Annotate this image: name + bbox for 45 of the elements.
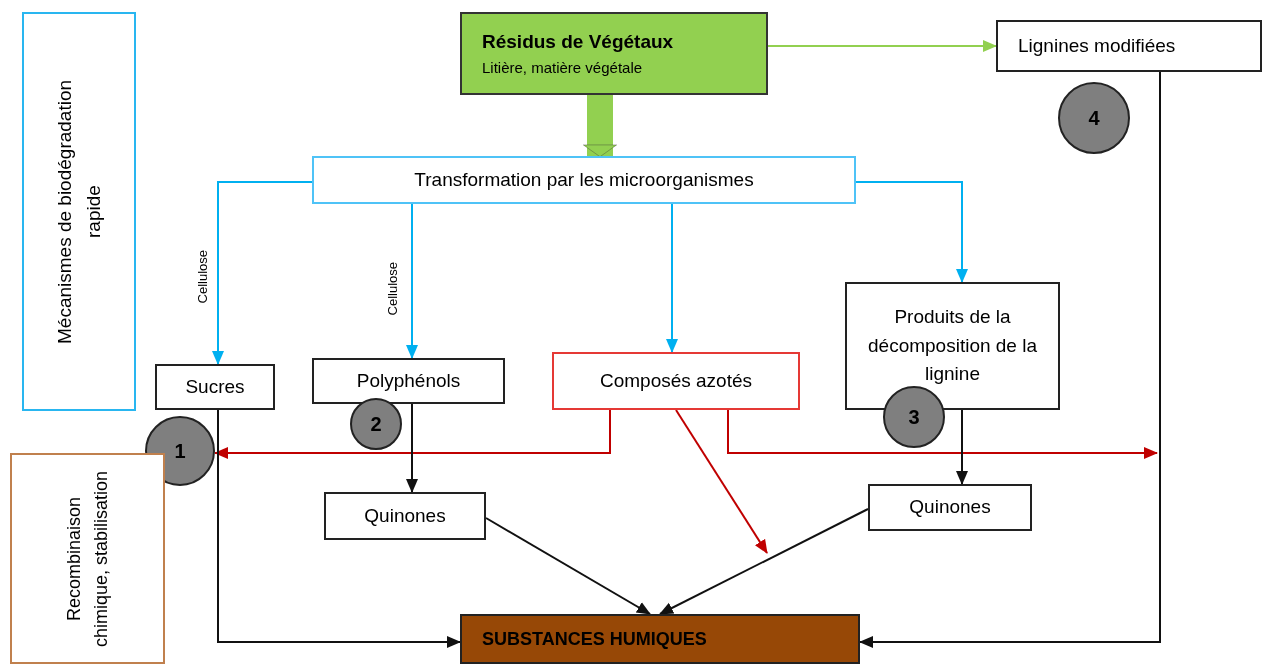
note-box	[10, 453, 165, 664]
edge-label: Cellulose	[386, 262, 399, 316]
process-box	[324, 492, 486, 540]
arrow	[675, 409, 768, 554]
arrow	[666, 203, 678, 353]
arrow	[217, 409, 461, 648]
arrow	[406, 403, 418, 493]
note-box	[22, 12, 136, 411]
step-number: 1	[174, 439, 186, 464]
process-box	[155, 364, 275, 410]
arrow	[767, 40, 997, 52]
process-box	[312, 156, 856, 204]
box-label: Mécanismes de biodégradation rapide	[52, 78, 105, 346]
arrow	[406, 203, 418, 359]
process-box	[552, 352, 800, 410]
arrow	[727, 409, 1158, 459]
arrow	[212, 181, 313, 365]
process-box	[845, 282, 1060, 410]
output-box	[460, 614, 860, 664]
step-number: 2	[370, 412, 382, 437]
arrow	[485, 517, 651, 615]
box-label: Résidus de Végétaux	[482, 30, 674, 54]
arrow	[859, 71, 1161, 648]
box-label: Polyphénols	[356, 368, 461, 393]
process-box	[312, 358, 505, 404]
process-box	[868, 484, 1032, 531]
arrow	[659, 508, 869, 615]
box-label: Sucres	[185, 374, 245, 399]
arrow	[956, 409, 968, 485]
box-label: Transformation par les microorganismes	[414, 167, 754, 192]
arrow	[855, 181, 968, 283]
box-label: Quinones	[909, 495, 991, 520]
step-number: 4	[1088, 106, 1100, 131]
box-label: Lignines modifiées	[1018, 33, 1176, 58]
step-number: 3	[908, 405, 920, 430]
box-label: Produits de la décomposition de la lignine	[867, 305, 1038, 387]
box-label: SUBSTANCES HUMIQUES	[482, 627, 707, 651]
box-label: Recombinaison chimique, stabilisation	[62, 469, 112, 649]
box-label: Composés azotés	[599, 368, 753, 393]
block-arrow	[583, 95, 617, 157]
box-label: Quinones	[364, 503, 446, 528]
source-box	[460, 12, 768, 95]
edge-label: Cellulose	[196, 250, 209, 304]
process-box	[996, 20, 1262, 72]
box-subtitle: Litière, matière végétale	[482, 57, 643, 78]
